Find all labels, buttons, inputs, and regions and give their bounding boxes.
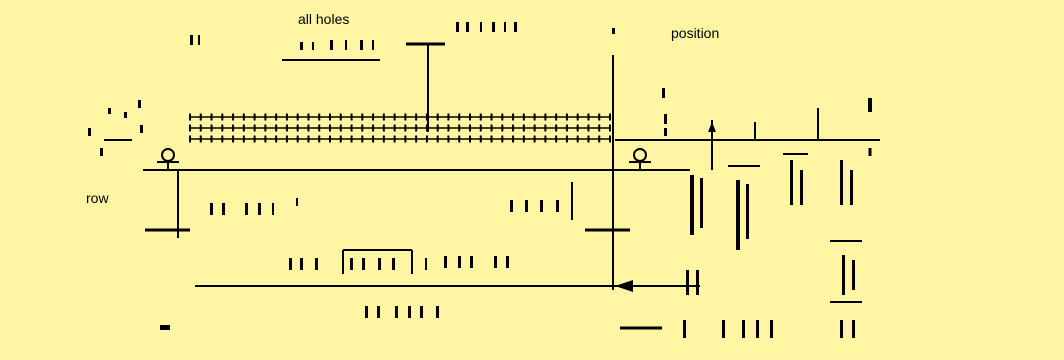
label-position: position [671,25,720,41]
pin-markers [157,148,651,170]
pin-marker-left [161,148,175,162]
drawing-lines [104,42,880,330]
label-row: row [86,190,109,206]
dimension-arrow-icon [708,122,716,132]
arrow-heads [615,122,716,292]
dimension-arrow-icon [615,280,633,292]
hole-grid [189,113,611,143]
label-all-holes: all holes [298,11,350,27]
pin-marker-right [633,148,647,162]
scan-speckles [88,22,855,338]
